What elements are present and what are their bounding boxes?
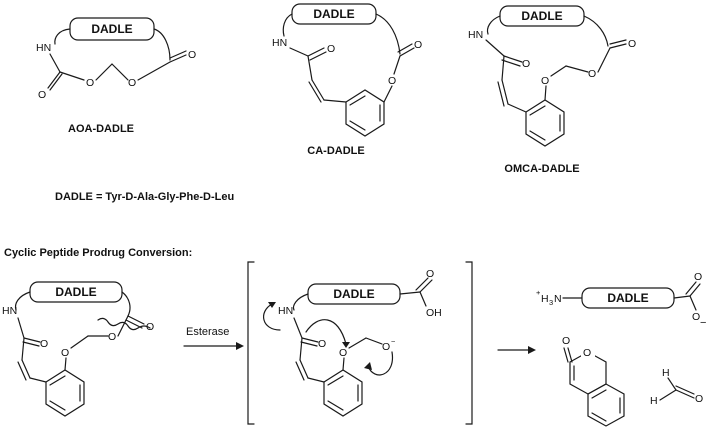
- atom-o: O: [318, 338, 326, 350]
- dadle-box-label: DADLE: [91, 22, 132, 36]
- atom-o: O: [562, 335, 570, 347]
- dadle-box-label: DADLE: [521, 9, 562, 23]
- atom-o: O: [86, 77, 94, 89]
- atom-o: O: [327, 43, 335, 55]
- atom-hn: HN: [272, 37, 287, 49]
- structure-aoa-dadle: DADLE HN O O O O AOA-DADLE: [36, 17, 196, 135]
- structure-ca-dadle: DADLE HN O O O CA-DADLE: [272, 3, 422, 157]
- label-omca-dadle: OMCA-DADLE: [504, 163, 579, 175]
- electron-arrow: [263, 303, 281, 331]
- product-dadle-free: + H 3 N DADLE O O −: [536, 271, 706, 329]
- dadle-box-label: DADLE: [313, 7, 354, 21]
- atom-h: H: [650, 395, 658, 407]
- atom-o: O: [108, 331, 116, 343]
- dadle-box-label: DADLE: [607, 291, 648, 305]
- atom-o: O: [40, 338, 48, 350]
- atom-h: H: [541, 293, 549, 305]
- dadle-box-label: DADLE: [55, 285, 96, 299]
- atom-o: O: [694, 271, 702, 283]
- bracket-left: [247, 261, 255, 425]
- atom-o: O: [146, 321, 154, 333]
- atom-o: O: [388, 75, 396, 87]
- product-formaldehyde: H H O: [650, 367, 703, 407]
- charge-plus: +: [536, 288, 541, 297]
- dadle-definition: DADLE = Tyr-D-Ala-Gly-Phe-D-Leu: [55, 191, 234, 203]
- dadle-box-label: DADLE: [333, 287, 374, 301]
- atom-n: N: [554, 293, 562, 305]
- atom-hn: HN: [2, 305, 17, 317]
- atom-o: O: [426, 268, 434, 280]
- structure-omca-dadle: DADLE HN O O O O OMCA-DADLE: [468, 5, 636, 175]
- atom-o: O: [695, 393, 703, 405]
- electron-arrow: [367, 351, 394, 376]
- atom-o: O: [128, 77, 136, 89]
- section-title: Cyclic Peptide Prodrug Conversion:: [4, 247, 192, 259]
- reaction-arrow-2: [497, 346, 536, 354]
- atom-hn: HN: [278, 305, 293, 317]
- atom-subscript: 3: [549, 298, 553, 307]
- label-ca-dadle: CA-DADLE: [307, 145, 364, 157]
- atom-oh: OH: [426, 307, 442, 319]
- atom-o: O: [588, 68, 596, 80]
- atom-o: O: [188, 49, 196, 61]
- atom-h: H: [662, 367, 670, 379]
- atom-o: O: [522, 58, 530, 70]
- atom-o: O: [38, 89, 46, 101]
- electron-arrow: [305, 319, 347, 345]
- charge-minus: −: [700, 317, 706, 329]
- intermediate-structure: DADLE HN O O O − O OH: [247, 261, 473, 425]
- atom-o: O: [382, 341, 390, 353]
- cleavage-wavy-line: [97, 317, 151, 331]
- atom-o: O: [61, 347, 69, 359]
- atom-o: O: [583, 347, 591, 359]
- reaction-arrow-esterase: Esterase: [183, 326, 244, 350]
- atom-o: O: [541, 75, 549, 87]
- product-coumarin: O O: [562, 335, 625, 427]
- atom-hn: HN: [468, 29, 483, 41]
- atom-o: O: [414, 39, 422, 51]
- atom-hn: HN: [36, 42, 51, 54]
- label-aoa-dadle: AOA-DADLE: [68, 123, 134, 135]
- reagent-label: Esterase: [186, 326, 229, 338]
- atom-o: O: [692, 311, 700, 323]
- atom-o: O: [339, 347, 347, 359]
- bracket-right: [465, 261, 473, 425]
- atom-o: O: [628, 38, 636, 50]
- prodrug-structure: DADLE HN O O O O: [2, 281, 154, 417]
- charge-minus: −: [391, 337, 396, 346]
